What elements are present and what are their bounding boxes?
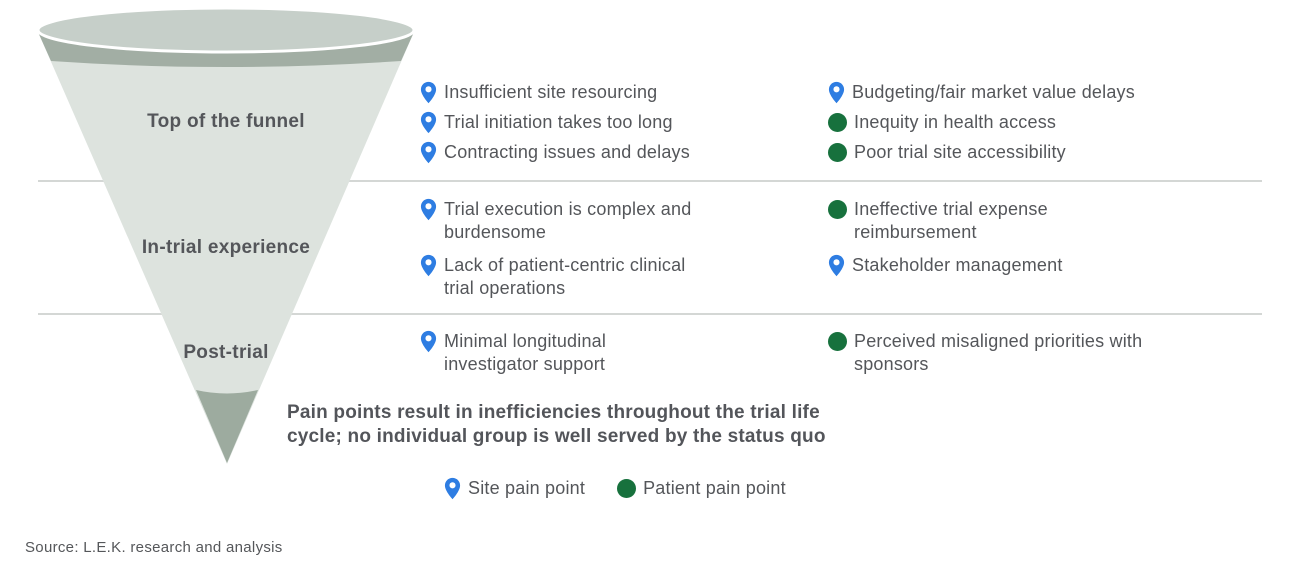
site-pin-icon: [420, 198, 437, 221]
pain-point-text: Contracting issues and delays: [444, 142, 690, 162]
pain-point-item: Contracting issues and delays: [420, 141, 780, 164]
legend-patient: Patient pain point: [617, 477, 786, 500]
funnel-tip: [196, 390, 258, 463]
funnel-stage-label-intrial: In-trial experience: [141, 237, 311, 258]
site-pin-icon: [420, 254, 437, 277]
pain-point-text: Poor trial site accessibility: [854, 142, 1066, 162]
funnel-cone-body: [38, 32, 414, 464]
pain-point-text: Insufficient site resourcing: [444, 82, 658, 102]
funnel-graphic: [36, 6, 416, 464]
section1-column2: Budgeting/fair market value delays Inequ…: [828, 81, 1268, 164]
legend-patient-label: Patient pain point: [643, 478, 786, 498]
funnel-top-ellipse: [36, 6, 416, 54]
key-statement-line2: cycle; no individual group is well serve…: [287, 426, 826, 447]
site-pin-icon: [828, 254, 845, 277]
patient-dot-icon: [828, 332, 847, 351]
site-pin-icon: [420, 81, 437, 104]
pain-point-text: Inequity in health access: [854, 112, 1057, 132]
patient-dot-icon: [617, 479, 637, 498]
legend-site-label: Site pain point: [468, 478, 586, 498]
pain-point-item: Inequity in health access: [828, 111, 1268, 134]
site-pin-icon: [420, 330, 437, 353]
source-note: Source: L.E.K. research and analysis: [25, 539, 283, 556]
site-pin-icon: [444, 477, 461, 500]
section1-column1: Insufficient site resourcing Trial initi…: [420, 81, 780, 164]
pain-point-item: Insufficient site resourcing: [420, 81, 780, 104]
stage-divider-2: [38, 313, 1262, 315]
key-statement-line1: Pain points result in inefficiencies thr…: [287, 402, 820, 423]
patient-dot-icon: [828, 113, 847, 132]
key-statement: Pain points result in inefficiencies thr…: [287, 401, 826, 449]
funnel-stage-label-posttrial: Post-trial: [183, 342, 269, 363]
patient-dot-icon: [828, 143, 847, 162]
funnel-stage-label-top: Top of the funnel: [147, 111, 305, 132]
pain-point-item: Poor trial site accessibility: [828, 141, 1268, 164]
site-pin-icon: [828, 81, 845, 104]
legend: Site pain point Patient pain point: [444, 477, 786, 500]
patient-dot-icon: [828, 200, 847, 219]
pain-point-item: Budgeting/fair market value delays: [828, 81, 1268, 104]
site-pin-icon: [420, 141, 437, 164]
legend-site: Site pain point: [444, 477, 585, 500]
pain-point-item: Stakeholder management: [828, 254, 1268, 277]
site-pin-icon: [420, 111, 437, 134]
pain-point-item: Trial initiation takes too long: [420, 111, 780, 134]
pain-point-text: Stakeholder management: [852, 255, 1063, 275]
pain-point-text: Trial initiation takes too long: [444, 112, 673, 132]
stage-divider-1: [38, 180, 1262, 182]
pain-point-text: Budgeting/fair market value delays: [852, 82, 1135, 102]
